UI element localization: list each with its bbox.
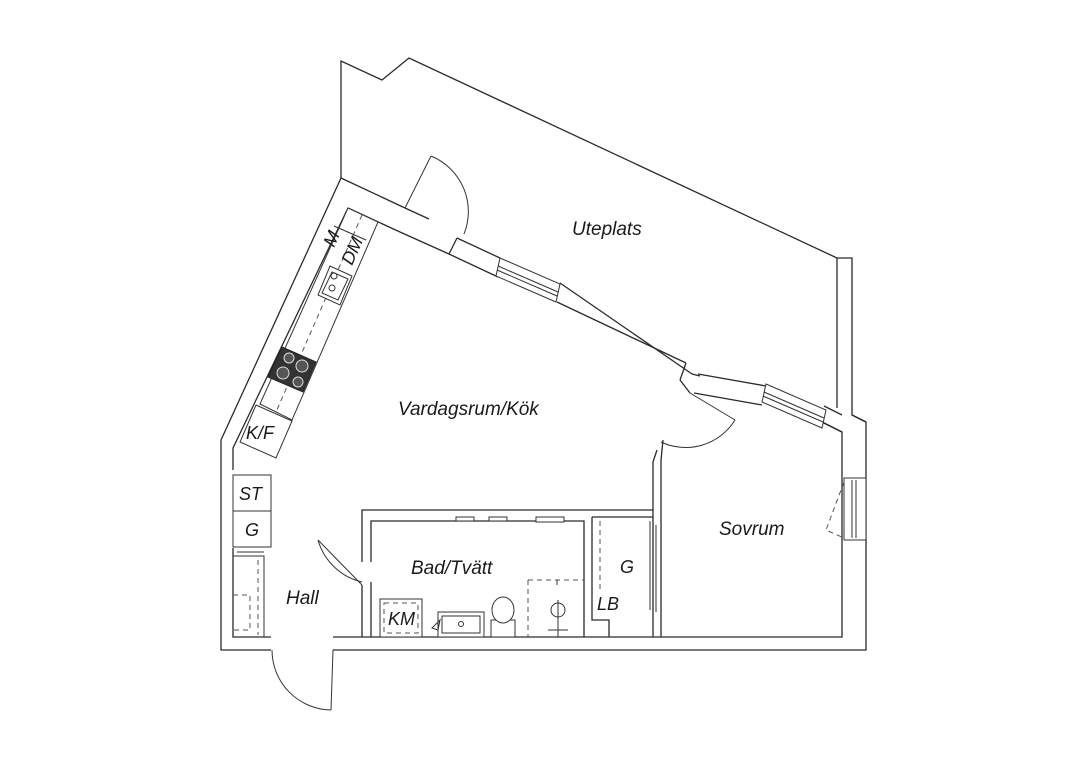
- exterior-walls: [220, 177, 867, 651]
- entrance-door: [271, 649, 334, 711]
- fixture-label-kyl-frys: K/F: [246, 423, 275, 443]
- fixture-label-garderob-hall: G: [245, 520, 259, 540]
- terrace-outline: [340, 57, 867, 423]
- fixture-label-linneskap: LB: [597, 594, 619, 614]
- kitchen-sink-icon: [317, 265, 353, 306]
- fixture-label-mikro: M: [319, 228, 343, 250]
- living-top-wall: [399, 207, 843, 433]
- bathroom-fixtures: [379, 579, 584, 638]
- fixture-label-kombimaskin: KM: [388, 609, 415, 629]
- interior-walls: [232, 439, 664, 637]
- fixture-label-garderob-sovrum: G: [620, 557, 634, 577]
- room-label-hall: Hall: [286, 588, 320, 609]
- kitchen-counter: [239, 207, 379, 459]
- room-label-sovrum: Sovrum: [719, 519, 784, 540]
- room-label-vardagsrum-kok: Vardagsrum/Kök: [398, 399, 540, 420]
- bedroom-door: [660, 392, 736, 448]
- window-bedroom: [761, 383, 827, 429]
- bath-vents: [455, 516, 565, 523]
- bathroom-door: [317, 539, 363, 586]
- room-label-bad-tvatt: Bad/Tvätt: [411, 558, 493, 579]
- stove-icon: [267, 346, 317, 393]
- window-bedroom-side: [825, 477, 867, 541]
- fixture-label-stad: ST: [239, 484, 264, 504]
- room-label-uteplats: Uteplats: [572, 219, 642, 240]
- terrace-door: [404, 155, 469, 235]
- window-living: [495, 257, 561, 303]
